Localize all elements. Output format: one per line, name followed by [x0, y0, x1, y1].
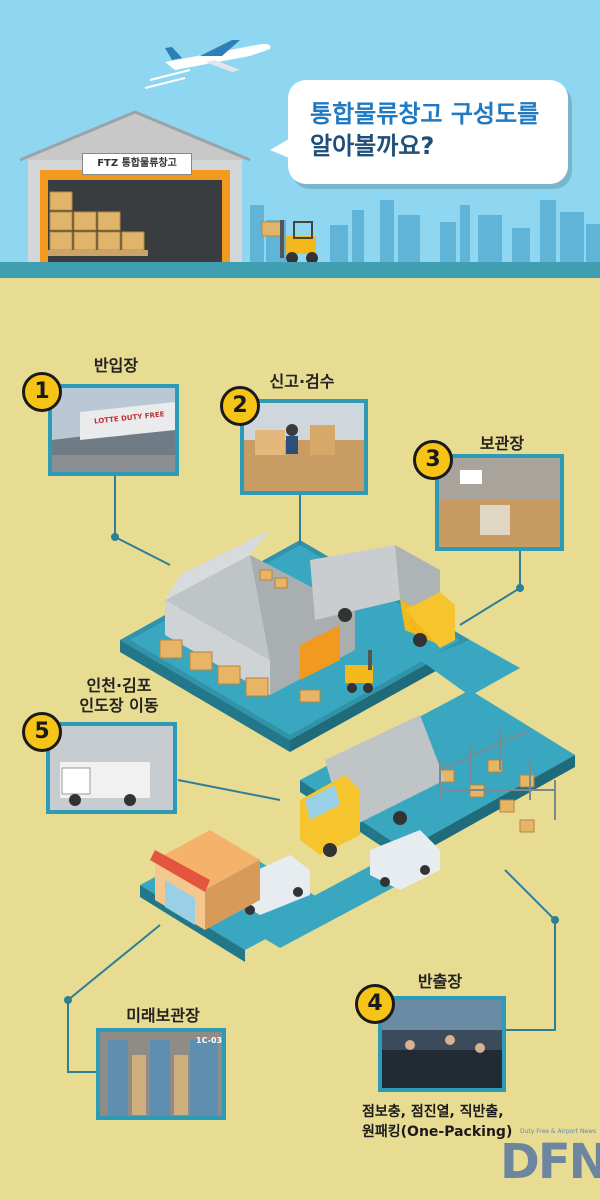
title-text: 통합물류창고 구성도를 알아볼까요?	[310, 98, 560, 162]
photo-transport-scene	[50, 726, 173, 810]
step-1-label: 반입장	[93, 356, 139, 375]
main-warehouse	[165, 530, 355, 695]
step-4-note-line-2: 원패킹(One-Packing)	[362, 1124, 513, 1140]
photo-future-storage: 1C-03	[96, 1028, 226, 1120]
storage-racks	[439, 729, 556, 820]
delivery-van	[235, 830, 440, 915]
bubble-tail	[270, 136, 294, 160]
photo-future-storage-sign: 1C-03	[196, 1036, 223, 1045]
title-line-2: 알아볼까요?	[310, 132, 435, 160]
duty-free-shop	[150, 830, 260, 930]
photo-transport	[46, 722, 177, 814]
photo-inspection-scene	[244, 403, 364, 491]
photo-storage-scene	[439, 458, 560, 547]
photo-inbound: LOTTE DUTY FREE	[48, 384, 179, 476]
step-2-number-badge: 2	[220, 386, 260, 426]
step-5-label-line-2: 인도장 이동	[79, 696, 159, 715]
title-line-1: 통합물류창고 구성도를	[310, 100, 540, 128]
warehouse-sign: FTZ 통합물류창고	[82, 153, 192, 175]
photo-outbound	[378, 996, 506, 1092]
city-skyline	[250, 200, 600, 265]
forklift-road-icon	[345, 650, 373, 693]
dfn-logo: DFN	[500, 1134, 600, 1190]
step-2-label: 신고·검수	[269, 372, 335, 391]
step-4-note: 점보충, 점진열, 직반출, 원패킹(One-Packing)	[362, 1102, 512, 1142]
future-storage-label: 미래보관장	[126, 1006, 200, 1025]
step-1-number-badge: 1	[22, 372, 62, 412]
photo-storage	[435, 454, 564, 551]
connector-dots	[64, 533, 559, 1004]
header-ground-band	[0, 262, 600, 278]
step-4-label: 반출장	[417, 972, 463, 991]
photo-inspection	[240, 399, 368, 495]
pallet-stacks	[159, 569, 535, 833]
step-5-label: 인천·김포 인도장 이동	[64, 676, 174, 716]
step-3-number-badge: 3	[413, 440, 453, 480]
watermark-tagline: Duty Free & Airport News	[520, 1128, 597, 1135]
photo-inbound-scene	[52, 388, 175, 472]
title-speech-bubble: 통합물류창고 구성도를 알아볼까요?	[270, 80, 568, 184]
truck-upper	[310, 545, 455, 648]
step-5-label-line-1: 인천·김포	[86, 676, 152, 695]
step-4-number-badge: 4	[355, 984, 395, 1024]
photo-outbound-scene	[382, 1000, 502, 1088]
truck-lower	[300, 715, 445, 857]
airplane-icon	[144, 40, 271, 89]
forklift-icon	[261, 220, 318, 264]
photo-inbound-sign: LOTTE DUTY FREE	[93, 410, 165, 426]
step-4-note-line-1: 점보충, 점진열, 직반출,	[362, 1104, 504, 1120]
step-3-label: 보관장	[479, 434, 525, 453]
photo-future-storage-scene	[100, 1032, 222, 1116]
step-5-number-badge: 5	[22, 712, 62, 752]
ftz-warehouse	[19, 110, 251, 264]
